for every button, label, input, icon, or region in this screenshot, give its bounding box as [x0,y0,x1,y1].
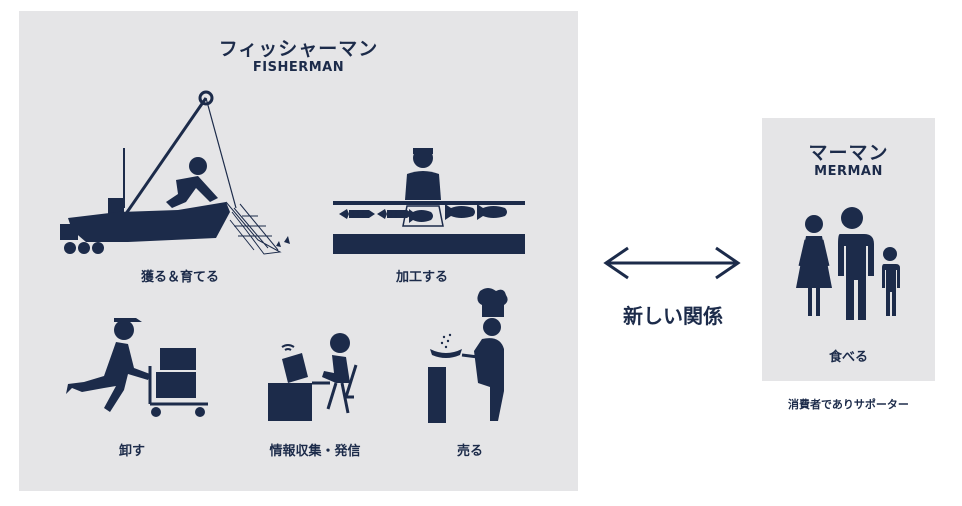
activity-label-information: 情報収集・発信 [269,444,361,459]
merman-activity-label: 食べる [828,350,868,365]
activity-label-catch-raise: 獲る＆育てる [140,270,219,285]
merman-title-jp: マーマン [808,142,889,164]
fish-processing-icon [333,148,525,254]
merman-title-en: MERMAN [814,164,883,179]
chef-icon [428,288,508,423]
activity-label-wholesale: 卸す [118,444,145,459]
fisherman-title-jp: フィッシャーマン [218,38,379,60]
relation-label: 新しい関係 [623,304,723,328]
double-arrow-icon [603,246,741,280]
family-icon [796,207,900,320]
fishing-boat-icon [60,90,290,255]
activity-label-sell: 売る [456,444,483,459]
delivery-cart-icon [66,318,208,417]
activity-label-process: 加工する [395,270,448,285]
merman-caption: 消費者でありサポーター [788,398,909,411]
fisherman-title-en: FISHERMAN [252,60,345,75]
laptop-worker-icon [268,333,358,421]
